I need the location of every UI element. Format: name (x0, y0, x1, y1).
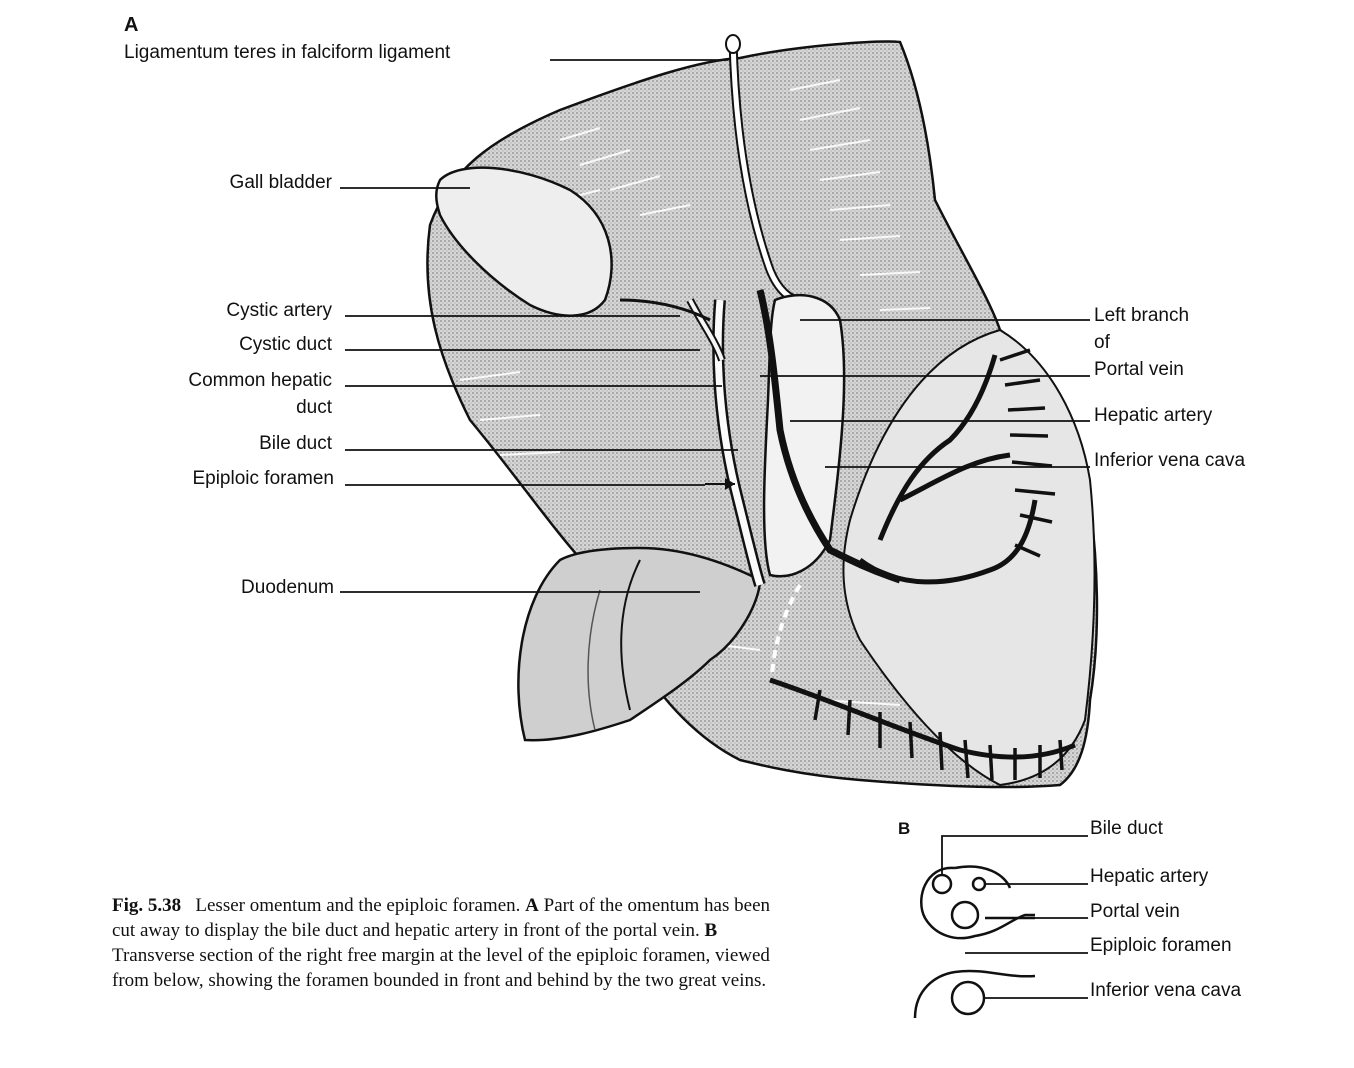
label-hepatic-artery: Hepatic artery (1094, 405, 1213, 426)
panel-a-letter: A (124, 14, 139, 36)
label-cystic-artery: Cystic artery (226, 300, 332, 321)
label-cystic-duct: Cystic duct (239, 334, 332, 355)
panel-b-letter: B (898, 819, 911, 838)
label-common-hepatic-1: Common hepatic (188, 370, 332, 391)
caption-b-letter: B (704, 920, 718, 941)
caption-b-text: Transverse section of the right free mar… (112, 945, 770, 991)
gall-bladder-shape (435, 166, 613, 317)
panel-b-diagram (913, 865, 1036, 1019)
label-b-epiploic-foramen: Epiploic foramen (1090, 935, 1232, 956)
duodenum-shape (517, 546, 762, 742)
label-ligamentum-teres: Ligamentum teres in falciform ligament (124, 42, 451, 63)
label-left-branch-3: Portal vein (1094, 359, 1184, 380)
label-left-branch-2: of (1094, 332, 1110, 353)
label-b-bile-duct: Bile duct (1090, 818, 1163, 839)
leader-lines-left (340, 59, 738, 593)
label-b-inferior-vena-cava: Inferior vena cava (1090, 980, 1242, 1001)
label-left-branch-1: Left branch (1094, 305, 1190, 326)
label-epiploic-foramen: Epiploic foramen (192, 468, 334, 489)
label-duodenum: Duodenum (241, 577, 334, 598)
leader-lines-right (760, 319, 1090, 468)
figure-caption: Fig. 5.38 Lesser omentum and the epiploi… (112, 893, 792, 993)
caption-a-letter: A (525, 895, 539, 916)
caption-fig-number: Fig. 5.38 (112, 895, 182, 916)
hepatic-artery (756, 289, 902, 584)
vessel-twigs (813, 348, 1064, 781)
caption-a-text: Part of the omentum has been cut away to… (112, 895, 770, 941)
panel-b-leaders (941, 835, 1088, 999)
label-bile-duct: Bile duct (259, 433, 332, 454)
label-b-portal-vein: Portal vein (1090, 901, 1180, 922)
stomach (842, 328, 1096, 787)
label-gall-bladder: Gall bladder (229, 172, 332, 193)
caption-title: Lesser omentum and the epiploic foramen. (195, 895, 521, 916)
gastric-vessels (769, 354, 1076, 760)
label-b-hepatic-artery: Hepatic artery (1090, 866, 1209, 887)
label-common-hepatic-2: duct (296, 397, 332, 418)
label-inferior-vena-cava: Inferior vena cava (1094, 450, 1246, 471)
liver-shading (459, 79, 931, 706)
